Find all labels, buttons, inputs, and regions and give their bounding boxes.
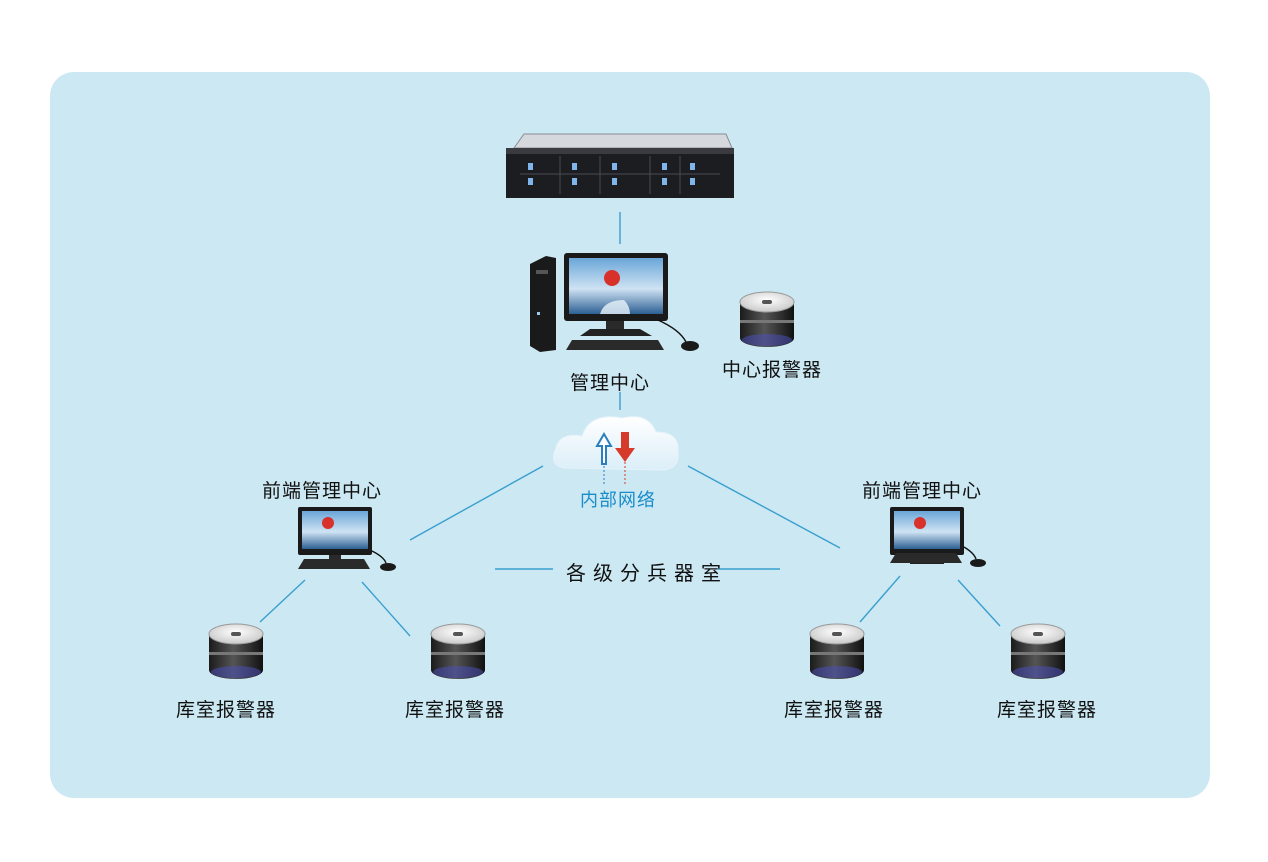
desktop-computer-icon [530, 253, 699, 352]
management-center-label: 管理中心 [570, 372, 651, 394]
warehouse-alarm-label: 库室报警器 [784, 699, 885, 721]
server-rack-icon [506, 133, 734, 198]
warehouse-alarm-label: 库室报警器 [405, 699, 506, 721]
alarm-device-icon [739, 291, 795, 348]
warehouse-alarm-label: 库室报警器 [176, 699, 277, 721]
cloud-network-icon [553, 416, 679, 484]
connection-lines [259, 212, 1001, 637]
alarm-device-icon [430, 623, 486, 680]
alarm-device-icon [809, 623, 865, 680]
frontend-right-label: 前端管理中心 [862, 480, 983, 502]
center-alarm-label: 中心报警器 [722, 359, 823, 381]
alarm-device-icon [1010, 623, 1066, 680]
internal-network-label: 内部网络 [580, 490, 656, 511]
desktop-computer-icon [890, 507, 986, 567]
warehouse-alarm-label: 库室报警器 [997, 699, 1098, 721]
armory-levels-label: 各级分兵器室 [566, 561, 728, 585]
alarm-device-icon [208, 623, 264, 680]
frontend-left-label: 前端管理中心 [262, 480, 383, 502]
desktop-computer-icon [298, 507, 396, 571]
